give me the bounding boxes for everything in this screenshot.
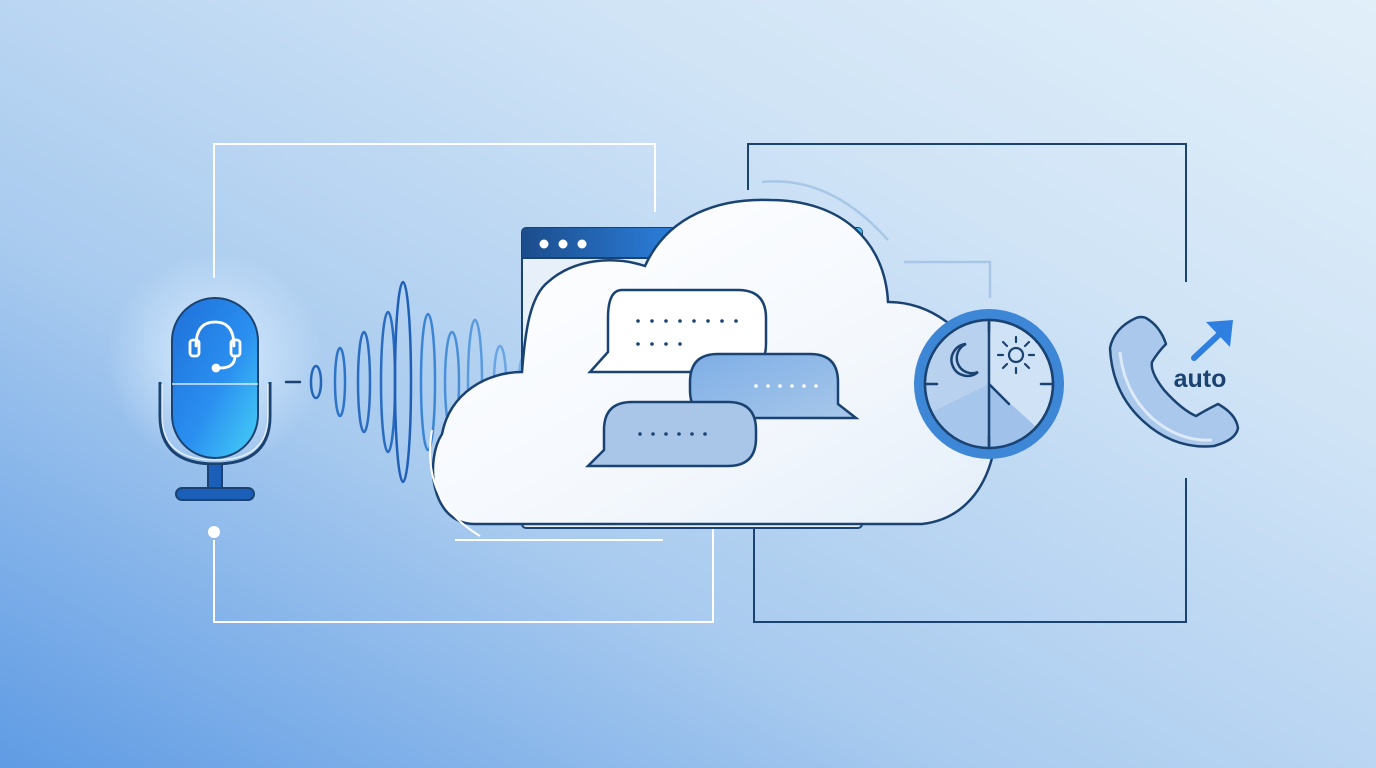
moon-icon (950, 342, 979, 378)
chat-bubble-bottom (584, 400, 758, 468)
connector-lines-light (208, 143, 714, 623)
headset-icon (188, 320, 242, 373)
clock-icon (914, 309, 1064, 459)
accent-arcs (761, 180, 992, 298)
arrow-up-right-icon (1191, 320, 1233, 361)
phone-icon (1108, 315, 1240, 448)
sun-icon (996, 335, 1036, 375)
microphone-icon (107, 252, 323, 501)
phone-auto-label: auto (1174, 365, 1227, 393)
chat-bubbles-icon (584, 288, 860, 468)
